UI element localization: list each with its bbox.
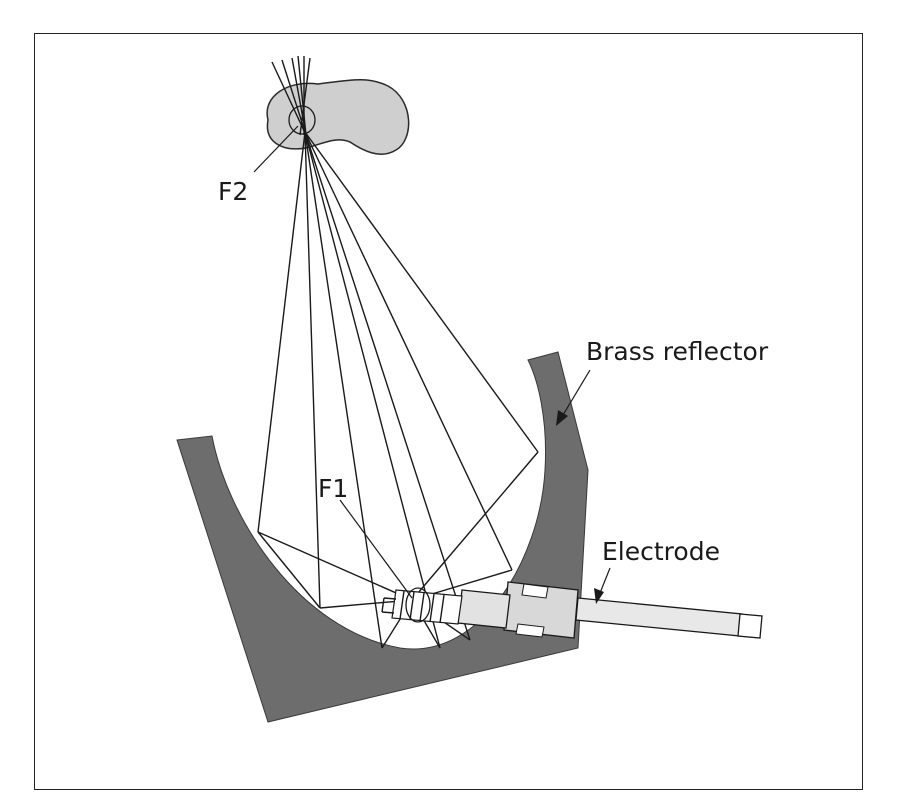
f1-leader-line: [339, 499, 413, 599]
incoming-ray-bundle: [271, 55, 311, 136]
electrode-arrow: [594, 567, 611, 604]
f2-leader-line: [253, 125, 299, 173]
f2-label: F2: [218, 177, 248, 206]
brass-reflector-label: Brass reflector: [586, 337, 769, 366]
kidney-shape: [266, 78, 410, 155]
reflected-rays: [257, 131, 539, 649]
electrode-label: Electrode: [602, 537, 720, 566]
electrode-assembly: [381, 581, 763, 639]
f2-focal-point: [288, 105, 316, 135]
brass-reflector-arrow: [556, 369, 591, 426]
f1-focal-point: [405, 587, 431, 623]
brass-reflector-shape: [176, 351, 589, 723]
f1-label: F1: [318, 474, 348, 503]
